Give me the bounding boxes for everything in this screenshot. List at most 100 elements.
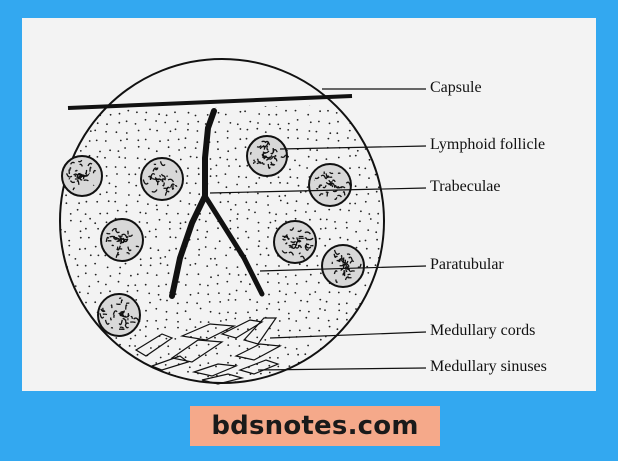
lymphoid-follicle xyxy=(100,218,144,262)
stipple-dot xyxy=(198,354,201,357)
stipple-dot xyxy=(264,105,267,107)
stipple-dot xyxy=(188,203,191,205)
stipple-dot xyxy=(184,284,187,286)
stipple-dot xyxy=(58,128,60,130)
label-trabeculae: Trabeculae xyxy=(430,178,501,195)
stipple-dot xyxy=(196,130,199,132)
stipple-dot xyxy=(68,355,71,358)
stipple-dot xyxy=(277,282,280,284)
stipple-dot xyxy=(189,155,192,158)
stipple-dot xyxy=(307,344,309,347)
stipple-dot xyxy=(225,318,228,321)
stipple-dot xyxy=(129,337,132,340)
stipple-dot xyxy=(318,329,321,332)
stipple-dot xyxy=(95,139,98,142)
stipple-dot xyxy=(169,130,172,133)
stipple-dot xyxy=(105,175,108,177)
stipple-dot xyxy=(54,337,56,339)
stipple-dot xyxy=(146,320,149,322)
stipple-dot xyxy=(219,320,222,322)
stipple-dot xyxy=(235,338,237,340)
stipple-dot xyxy=(167,272,170,275)
stipple-dot xyxy=(189,383,191,385)
stipple-dot xyxy=(258,240,261,243)
stipple-dot xyxy=(145,325,147,328)
stipple-dot xyxy=(227,344,230,346)
stipple-dot xyxy=(197,173,200,176)
stipple-dot xyxy=(54,290,56,292)
stipple-dot xyxy=(165,337,168,340)
stipple-dot xyxy=(285,213,288,215)
stipple-dot xyxy=(366,123,369,126)
stipple-dot xyxy=(354,328,357,330)
stipple-dot xyxy=(174,111,176,114)
stipple-dot xyxy=(375,231,378,234)
stipple-dot xyxy=(189,264,192,266)
stipple-dot xyxy=(96,122,99,125)
stipple-dot xyxy=(166,264,169,266)
stipple-dot xyxy=(325,218,328,221)
stipple-dot xyxy=(257,273,259,276)
stipple-dot xyxy=(294,274,297,277)
stipple-dot xyxy=(278,334,280,337)
watermark-text: bdsnotes.com xyxy=(211,411,419,441)
stipple-dot xyxy=(247,311,249,314)
stipple-dot xyxy=(206,265,209,267)
stipple-dot xyxy=(376,336,379,339)
stipple-dot xyxy=(345,373,347,376)
stipple-dot xyxy=(284,300,286,303)
stipple-dot xyxy=(285,276,287,278)
stipple-dot xyxy=(58,119,60,121)
stipple-dot xyxy=(307,113,310,116)
stipple-dot xyxy=(77,275,80,278)
stipple-dot xyxy=(68,239,71,242)
stipple-dot xyxy=(237,328,239,331)
stipple-dot xyxy=(115,337,118,339)
stipple-dot xyxy=(336,337,339,340)
stipple-dot xyxy=(126,138,128,141)
stipple-dot xyxy=(364,239,367,242)
stipple-dot xyxy=(228,273,231,275)
stipple-dot xyxy=(197,292,200,294)
stipple-dot xyxy=(245,201,248,204)
stipple-dot xyxy=(315,130,318,133)
stipple-dot xyxy=(317,317,320,319)
stipple-dot xyxy=(116,173,118,175)
stipple-dot xyxy=(189,318,192,321)
stipple-dot xyxy=(89,254,92,257)
follicle-outline xyxy=(97,293,141,337)
stipple-dot xyxy=(368,379,371,382)
stipple-dot xyxy=(294,209,297,212)
stipple-dot xyxy=(204,246,207,248)
stipple-dot xyxy=(268,293,270,296)
stipple-dot xyxy=(165,318,168,321)
stipple-dot xyxy=(328,238,331,241)
stipple-dot xyxy=(60,361,61,364)
stipple-dot xyxy=(86,366,89,369)
stipple-dot xyxy=(325,300,328,303)
stipple-dot xyxy=(229,354,232,357)
stipple-dot xyxy=(275,113,278,116)
stipple-dot xyxy=(246,248,248,251)
stipple-dot xyxy=(205,336,208,339)
stipple-dot xyxy=(207,330,209,333)
stipple-dot xyxy=(244,110,247,113)
stipple-dot xyxy=(127,356,130,359)
stipple-dot xyxy=(58,239,60,241)
stipple-dot xyxy=(185,329,188,331)
stipple-dot xyxy=(215,264,218,266)
stipple-dot xyxy=(256,382,259,383)
stipple-dot xyxy=(94,262,96,265)
stipple-dot xyxy=(168,371,171,374)
stipple-dot xyxy=(287,312,290,315)
stipple-dot xyxy=(174,128,177,131)
stipple-dot xyxy=(309,273,312,276)
stipple-dot xyxy=(217,111,220,114)
stipple-dot xyxy=(215,164,218,167)
capsule-band xyxy=(67,94,353,110)
stipple-dot xyxy=(297,184,300,187)
stipple-dot xyxy=(95,372,98,375)
stipple-dot xyxy=(137,139,140,142)
stipple-dot xyxy=(284,381,287,383)
stipple-dot xyxy=(275,105,278,107)
